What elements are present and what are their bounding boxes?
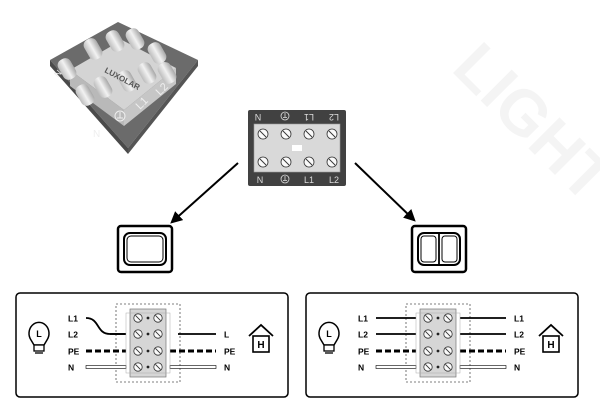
screw-icon (133, 346, 143, 356)
right-wire-label: PE (514, 347, 526, 357)
arrow-to-single-switch (170, 162, 239, 224)
terminal-block (415, 308, 461, 378)
watermark-text: LIGHT (440, 29, 600, 216)
right-wire-label: L1 (514, 314, 524, 324)
lamp-icon: L (28, 321, 50, 354)
screw-icon (280, 128, 292, 140)
screw-icon (153, 329, 163, 339)
right-wire-label: PE (224, 347, 236, 357)
lamp-label: L (36, 329, 42, 339)
screw-icon (423, 346, 433, 356)
terminal-dot (436, 332, 440, 336)
screw-icon (423, 313, 433, 323)
right-wire-label: N (514, 363, 520, 373)
wire-n-left (375, 365, 417, 369)
left-wire-label: PE (68, 347, 80, 357)
top-block-label-l1-bottom: L1 (304, 175, 314, 185)
arrow-to-double-switch (354, 162, 416, 222)
house-icon: H (538, 323, 564, 353)
screw-icon (443, 346, 453, 356)
lamp-icon: L (318, 321, 340, 354)
terminal-dot (146, 332, 150, 336)
terminal-dot (146, 349, 150, 353)
screw-icon (133, 313, 143, 323)
wire-n-right (459, 365, 507, 369)
screw-icon (153, 346, 163, 356)
photo-label-n: N (93, 129, 100, 140)
top-block-label-n-bottom: N (257, 175, 264, 185)
left-wire-label: PE (358, 347, 370, 357)
house-icon: H (248, 323, 274, 353)
block-dashed-outline (115, 303, 181, 383)
photo-label-n-top: N (52, 68, 64, 80)
left-wire-label: L1 (68, 314, 78, 324)
block-dashed-outline (405, 303, 471, 383)
terminal-dot (436, 349, 440, 353)
wire-n-right (169, 365, 217, 369)
screw-icon (443, 313, 453, 323)
top-block-label-l1-top: L1 (304, 112, 314, 122)
screw-icon (133, 329, 143, 339)
screw-icon (153, 362, 163, 372)
left-wire-label: L2 (358, 330, 368, 340)
top-block-earth-icon-top (280, 111, 290, 121)
right-wire-label: L (224, 330, 229, 340)
top-block-screws (257, 128, 338, 168)
screw-icon (257, 128, 269, 140)
screw-icon (443, 362, 453, 372)
terminal-block-photo: LUXOLAR N N L1 L2 (50, 22, 198, 154)
top-block-label-n-top: N (255, 112, 262, 122)
wire-l1-jumper (85, 317, 126, 335)
house-label: H (547, 340, 554, 351)
house-label: H (257, 340, 264, 351)
terminal-dot (436, 316, 440, 320)
right-wire-label: L2 (514, 330, 524, 340)
wire-n-left (85, 365, 127, 369)
top-block-label-l2-top: L2 (329, 112, 339, 122)
top-block-label-l2-bottom: L2 (329, 175, 339, 185)
left-wire-label: N (358, 363, 364, 373)
screw-icon (443, 329, 453, 339)
photo-tubes (57, 28, 177, 106)
top-block-earth-icon-bottom (280, 174, 290, 184)
lamp-label: L (326, 329, 332, 339)
screw-icon (423, 329, 433, 339)
screw-icon (423, 362, 433, 372)
single-switch-icon (116, 224, 174, 274)
terminal-block (125, 308, 171, 378)
left-wire-label: L1 (358, 314, 368, 324)
screw-icon (326, 156, 338, 168)
top-terminal-block: N L1 L2 N L1 L2 (248, 110, 346, 186)
screw-icon (280, 156, 292, 168)
terminal-dot (146, 365, 150, 369)
terminal-dot (146, 316, 150, 320)
right-wire-label: N (224, 363, 230, 373)
photo-earth-icon (114, 110, 126, 122)
screw-icon (257, 156, 269, 168)
double-switch-icon (410, 224, 468, 274)
terminal-dot (436, 365, 440, 369)
screw-icon (303, 156, 315, 168)
screw-icon (303, 128, 315, 140)
screw-icon (153, 313, 163, 323)
left-wire-label: L2 (68, 330, 78, 340)
screw-icon (133, 362, 143, 372)
left-wire-label: N (68, 363, 74, 373)
screw-icon (326, 128, 338, 140)
